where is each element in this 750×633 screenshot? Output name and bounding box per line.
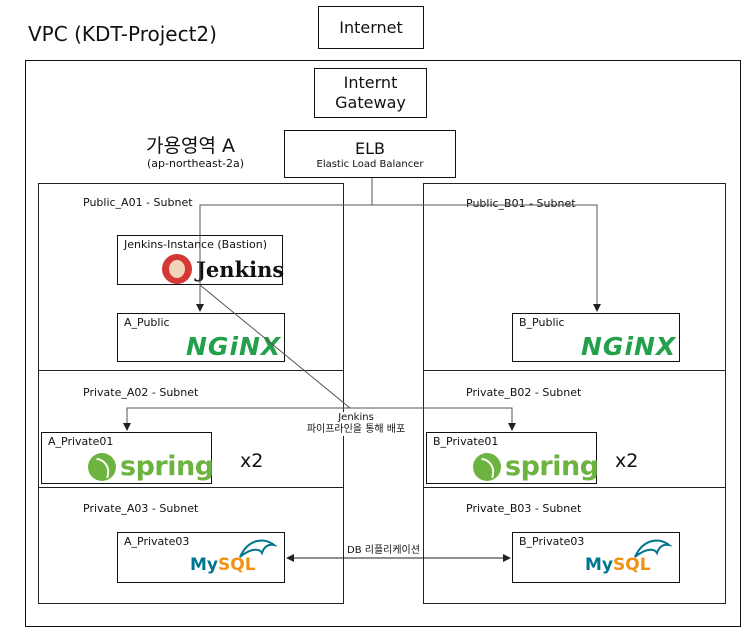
b-private03-label: B_Private03	[519, 535, 585, 548]
jenkins-butler-icon	[162, 254, 192, 284]
internet-label: Internet	[339, 18, 403, 37]
mysql-my-b: My	[585, 555, 613, 575]
jenkins-logo-text: Jenkins	[196, 256, 285, 282]
jenkins-instance-label: Jenkins-Instance (Bastion)	[124, 238, 268, 251]
mysql-dolphin-icon	[634, 539, 673, 558]
spring-logo-a: spring	[88, 451, 214, 482]
multiplier-a: x2	[240, 450, 264, 472]
subnet-private-b03: Private_B03 - Subnet	[466, 502, 582, 515]
internet-box: Internet	[318, 6, 424, 49]
mysql-logo-a: MySQL	[190, 555, 256, 575]
mysql-my-a: My	[190, 555, 218, 575]
a-public-label: A_Public	[124, 316, 170, 329]
az-a-column	[38, 183, 344, 604]
jenkins-pipeline-line	[199, 284, 351, 409]
gateway-line1: Internt	[343, 73, 398, 92]
subnet-divider-b2	[423, 487, 726, 488]
mysql-sql-b: SQL	[613, 555, 651, 575]
az-region: (ap-northeast-2a)	[147, 157, 245, 170]
vpc-title: VPC (KDT-Project2)	[28, 22, 217, 46]
spring-logo-text-a: spring	[120, 451, 214, 482]
multiplier-b: x2	[615, 450, 639, 472]
deploy-to-a-private01-line	[123, 407, 350, 431]
subnet-divider-a1	[38, 370, 344, 371]
spring-logo-b: spring	[473, 451, 599, 482]
subnet-private-a03: Private_A03 - Subnet	[83, 502, 199, 515]
az-title: 가용영역 A	[146, 135, 235, 157]
elb-to-a-public-line	[196, 178, 373, 312]
b-public-instance-box: B_Public NGiNX	[512, 313, 680, 362]
a-private01-label: A_Private01	[48, 435, 114, 448]
elb-to-b-public-line	[372, 204, 601, 312]
nginx-logo-b: NGiNX	[581, 332, 677, 361]
subnet-public-b: Public_B01 - Subnet	[466, 197, 576, 210]
subnet-private-a02: Private_A02 - Subnet	[83, 386, 199, 399]
nginx-logo-a: NGiNX	[186, 332, 282, 361]
b-private03-instance-box: B_Private03 MySQL	[512, 532, 680, 583]
jenkins-logo: Jenkins	[162, 254, 284, 284]
a-private03-label: A_Private03	[124, 535, 190, 548]
b-private01-label: B_Private01	[433, 435, 499, 448]
a-private01-instance-box: A_Private01 spring	[41, 432, 214, 484]
b-private01-instance-box: B_Private01 spring	[426, 432, 599, 484]
mysql-dolphin-icon	[239, 539, 278, 558]
internet-gateway-box: Internt Gateway	[314, 68, 427, 118]
subnet-public-a: Public_A01 - Subnet	[83, 196, 193, 209]
b-public-label: B_Public	[519, 316, 565, 329]
mysql-sql-a: SQL	[218, 555, 256, 575]
mysql-logo-b: MySQL	[585, 555, 651, 575]
a-private03-instance-box: A_Private03 MySQL	[117, 532, 285, 583]
elb-box: ELB Elastic Load Balancer	[284, 130, 456, 178]
jenkins-annotation-line2: 파이프라인을 통해 배포	[306, 424, 406, 435]
elb-subtitle: Elastic Load Balancer	[316, 158, 424, 170]
db-replication-annotation: DB 리플리케이션	[345, 541, 422, 556]
spring-leaf-icon	[473, 452, 501, 481]
vpc-container	[25, 60, 741, 627]
az-b-column	[423, 183, 726, 604]
elb-title: ELB	[355, 138, 385, 158]
jenkins-annotation-line1: Jenkins	[338, 412, 374, 423]
subnet-divider-a2	[38, 487, 344, 488]
subnet-divider-b1	[423, 370, 726, 371]
spring-logo-text-b: spring	[505, 451, 599, 482]
jenkins-pipeline-annotation: Jenkins 파이프라인을 통해 배포	[296, 412, 416, 436]
gateway-line2: Gateway	[335, 93, 406, 112]
a-public-instance-box: A_Public NGiNX	[117, 313, 285, 362]
deploy-to-b-private01-line	[350, 407, 516, 431]
spring-leaf-icon	[88, 452, 116, 481]
subnet-private-b02: Private_B02 - Subnet	[466, 386, 582, 399]
